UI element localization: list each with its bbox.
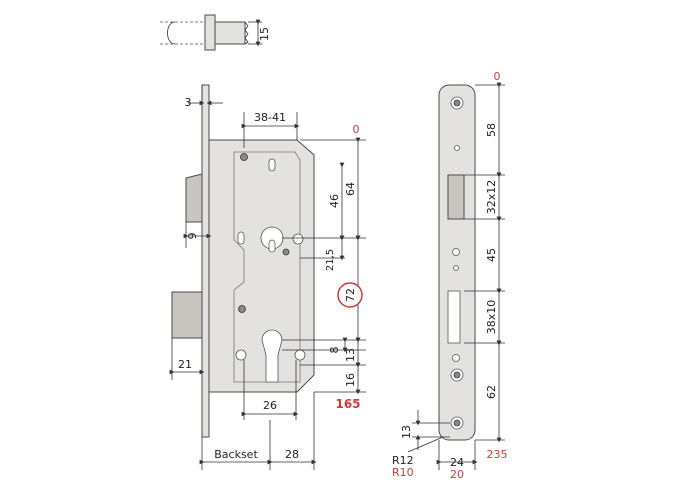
latch-opening <box>447 174 465 220</box>
red-165: 165 <box>335 397 360 411</box>
bolt-opening <box>447 290 461 344</box>
dim-46: 46 <box>328 194 341 208</box>
dim-13-body: 13 <box>344 348 357 362</box>
dim-58: 58 <box>485 123 498 137</box>
red-0-body: 0 <box>353 123 360 136</box>
dead-bolt <box>171 291 203 339</box>
dim-38x10: 38x10 <box>485 300 498 335</box>
dim-15-latch: 15 <box>258 27 271 41</box>
dim-62: 62 <box>485 385 498 399</box>
screw-icon <box>240 153 248 161</box>
dim-72: 72 <box>344 288 357 302</box>
dim-32x12: 32x12 <box>485 180 498 215</box>
dim-9: 9 <box>186 233 199 240</box>
red-0-strike: 0 <box>494 70 501 83</box>
latch-bolt <box>185 173 203 223</box>
dim-64: 64 <box>344 182 357 196</box>
faceplate <box>201 84 210 438</box>
dim-21-5: 21,5 <box>325 249 336 271</box>
dim-R12: R12 <box>392 454 414 467</box>
latch-detail: 15 <box>160 14 271 51</box>
red-235: 235 <box>487 448 508 461</box>
cylinder-hole <box>261 329 283 383</box>
dim-13-strike: 13 <box>400 425 413 439</box>
dim-45: 45 <box>485 248 498 262</box>
dim-20: 20 <box>450 468 464 481</box>
screw-icon <box>238 305 246 313</box>
dim-R10: R10 <box>392 466 414 479</box>
dim-8: 8 <box>328 347 341 354</box>
dim-72-circle <box>337 282 363 308</box>
strike-plate-body <box>438 84 476 441</box>
label-backset: Backset <box>214 448 258 461</box>
screw-icon <box>282 248 290 256</box>
dim-26: 26 <box>263 399 277 412</box>
dim-3: 3 <box>185 96 192 109</box>
strike-plate: 58 32x12 45 38x10 62 0 235 13 R12 R10 24… <box>392 70 508 481</box>
lock-body: 3 38-41 9 21 64 46 21,5 72 8 <box>169 84 366 470</box>
dim-28: 28 <box>285 448 299 461</box>
dim-16: 16 <box>344 373 357 387</box>
dim-21: 21 <box>178 358 192 371</box>
dim-38-41: 38-41 <box>254 111 286 124</box>
dim-24: 24 <box>450 456 464 469</box>
